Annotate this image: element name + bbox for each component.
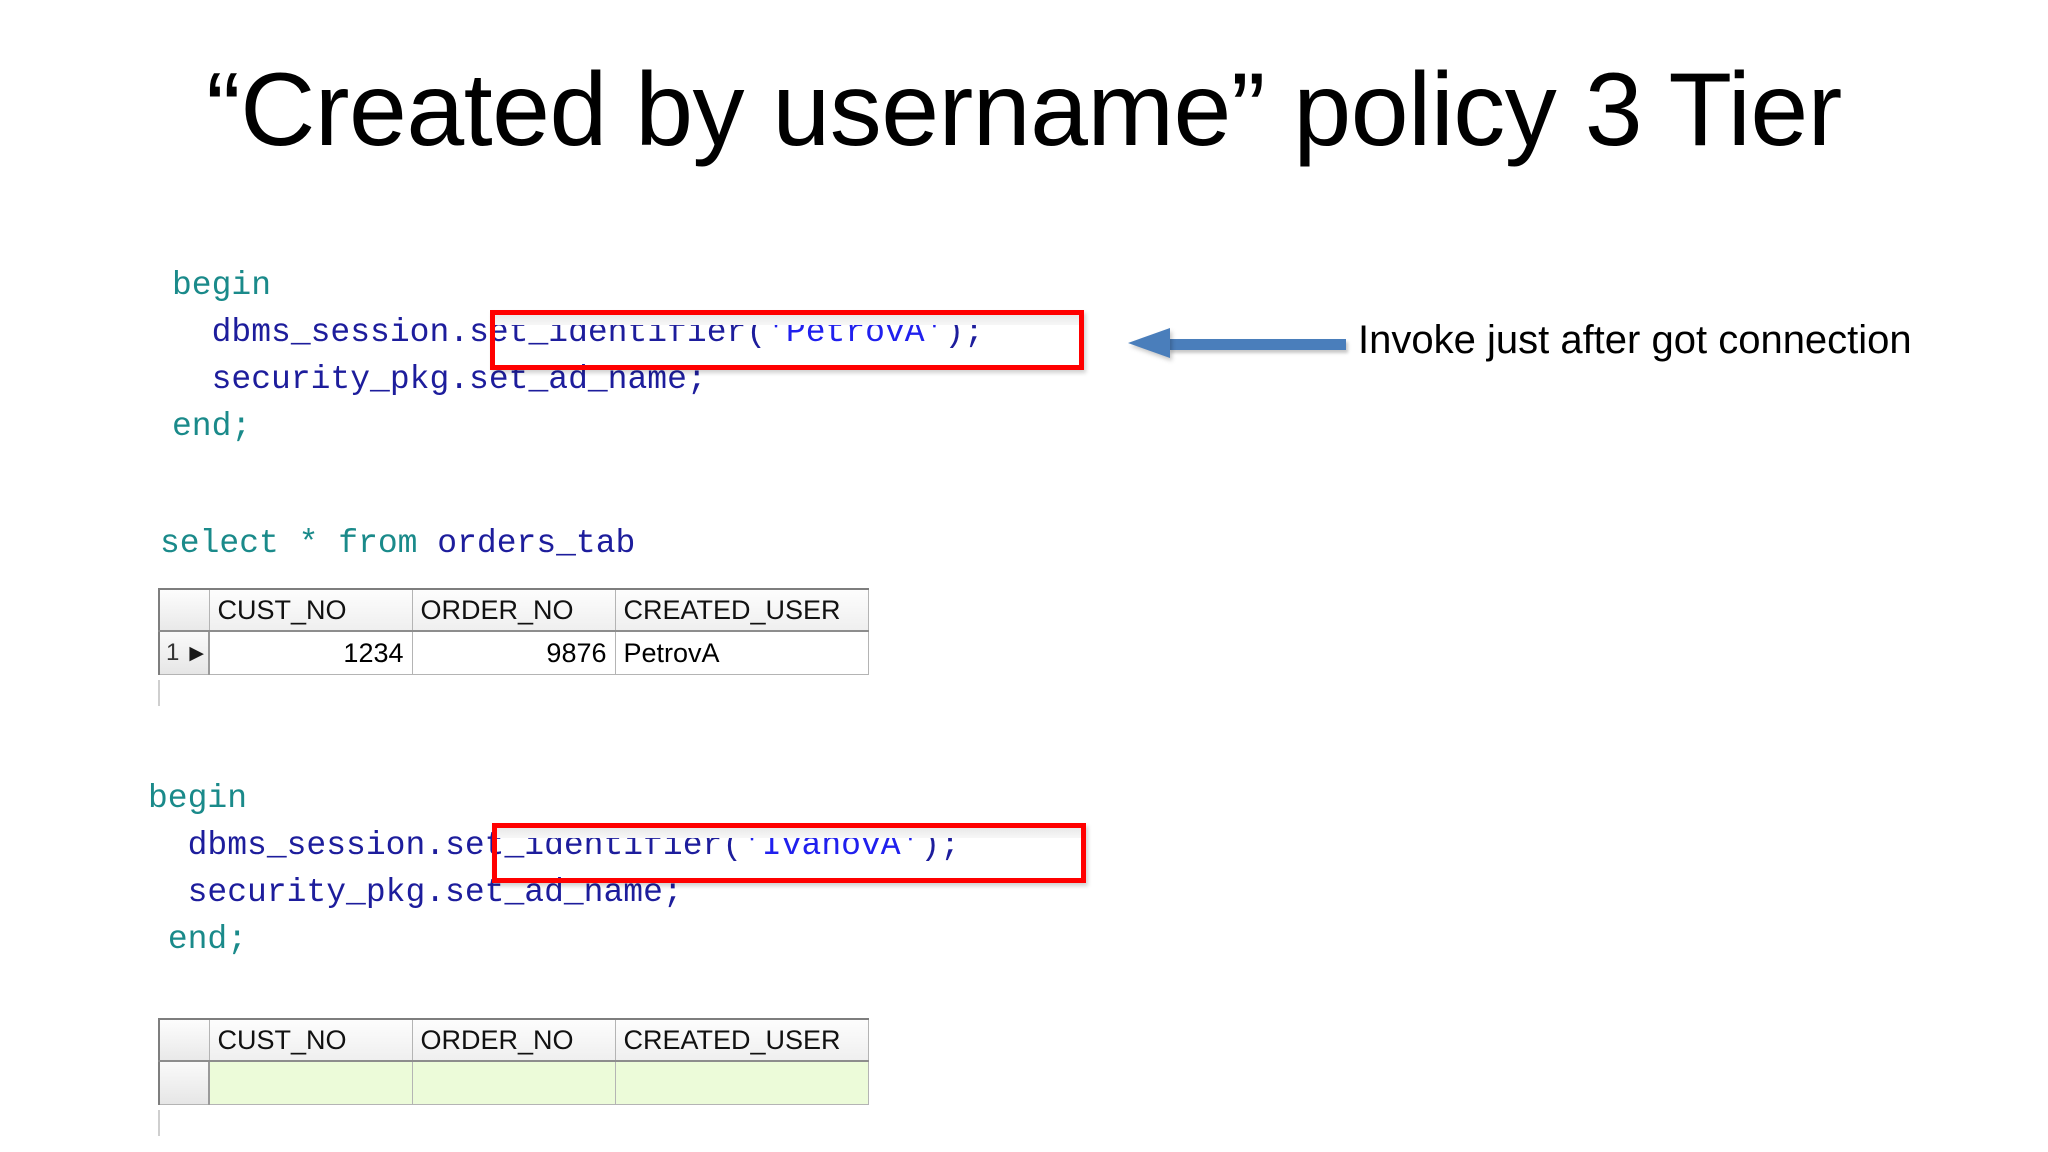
cell-created-user[interactable]: PetrovA: [614, 630, 869, 675]
column-header-order-no-2[interactable]: ORDER_NO: [411, 1018, 616, 1062]
column-header-created-user-2[interactable]: CREATED_USER: [614, 1018, 869, 1062]
select-star: *: [298, 525, 319, 562]
code-block-first-session: begin dbms_session.set_identifier('Petro…: [172, 262, 984, 450]
arrow-shaft: [1168, 339, 1346, 350]
code-security-pkg-call: security_pkg.set_ad_name;: [211, 361, 707, 398]
from-keyword: from: [338, 525, 418, 562]
grid-one-left-stub: [158, 680, 160, 706]
code2-paren-open: (: [722, 827, 743, 864]
cell-order-no-empty[interactable]: [411, 1060, 616, 1105]
grid-corner-header: [158, 588, 210, 632]
code-select-statement: select * from orders_tab: [160, 520, 635, 567]
table-header-row: CUST_NO ORDER_NO CREATED_USER: [158, 588, 869, 632]
code-username-literal: 'PetrovA': [766, 314, 945, 351]
cell-created-user-empty[interactable]: [614, 1060, 869, 1105]
code2-keyword-begin: begin: [148, 780, 248, 817]
row-indicator-cell-2[interactable]: [158, 1060, 210, 1105]
arrow-head: [1128, 328, 1170, 358]
table-row[interactable]: 1 ▶ 1234 9876 PetrovA: [158, 630, 869, 675]
code2-paren-close: ): [920, 827, 941, 864]
code-semicolon: ;: [964, 314, 984, 351]
code-keyword-begin: begin: [172, 267, 272, 304]
table-header-row: CUST_NO ORDER_NO CREATED_USER: [158, 1018, 869, 1062]
code2-username-literal: 'IvanovA': [742, 827, 921, 864]
column-header-cust-no[interactable]: CUST_NO: [208, 588, 413, 632]
grid-corner-header-2: [158, 1018, 210, 1062]
code2-keyword-end: end;: [167, 921, 248, 958]
result-grid-second-query[interactable]: CUST_NO ORDER_NO CREATED_USER: [158, 1018, 869, 1105]
row-caret-icon: ▶: [189, 642, 204, 664]
column-header-cust-no-2[interactable]: CUST_NO: [208, 1018, 413, 1062]
code-paren-close: ): [944, 314, 965, 351]
column-header-order-no[interactable]: ORDER_NO: [411, 588, 616, 632]
code-dbms-session-prefix: dbms_session.: [211, 314, 470, 351]
column-header-created-user[interactable]: CREATED_USER: [614, 588, 869, 632]
code2-set-identifier-call: set_identifier: [445, 827, 723, 864]
code-set-identifier-call: set_identifier: [469, 314, 747, 351]
cell-cust-no[interactable]: 1234: [208, 630, 413, 675]
row-indicator-cell[interactable]: 1 ▶: [158, 630, 210, 675]
cell-order-no[interactable]: 9876: [411, 630, 616, 675]
grid-two-left-stub: [158, 1110, 160, 1136]
code-block-second-session: begin dbms_session.set_identifier('Ivano…: [148, 775, 960, 963]
select-keyword: select: [160, 525, 279, 562]
select-table-name: orders_tab: [437, 525, 636, 562]
code-paren-open: (: [746, 314, 767, 351]
table-row[interactable]: [158, 1060, 869, 1105]
code2-dbms-session-prefix: dbms_session.: [187, 827, 446, 864]
code2-security-pkg-call: security_pkg.set_ad_name;: [187, 874, 683, 911]
annotation-invoke-note: Invoke just after got connection: [1358, 318, 1912, 362]
row-number: 1: [166, 639, 180, 666]
result-grid-first-query[interactable]: CUST_NO ORDER_NO CREATED_USER 1 ▶ 1234 9…: [158, 588, 869, 675]
cell-cust-no-empty[interactable]: [208, 1060, 413, 1105]
code2-semicolon: ;: [940, 827, 960, 864]
page-title: “Created by username” policy 3 Tier: [206, 52, 1842, 168]
left-arrow-icon: [1128, 328, 1348, 360]
code-keyword-end: end;: [172, 408, 252, 445]
